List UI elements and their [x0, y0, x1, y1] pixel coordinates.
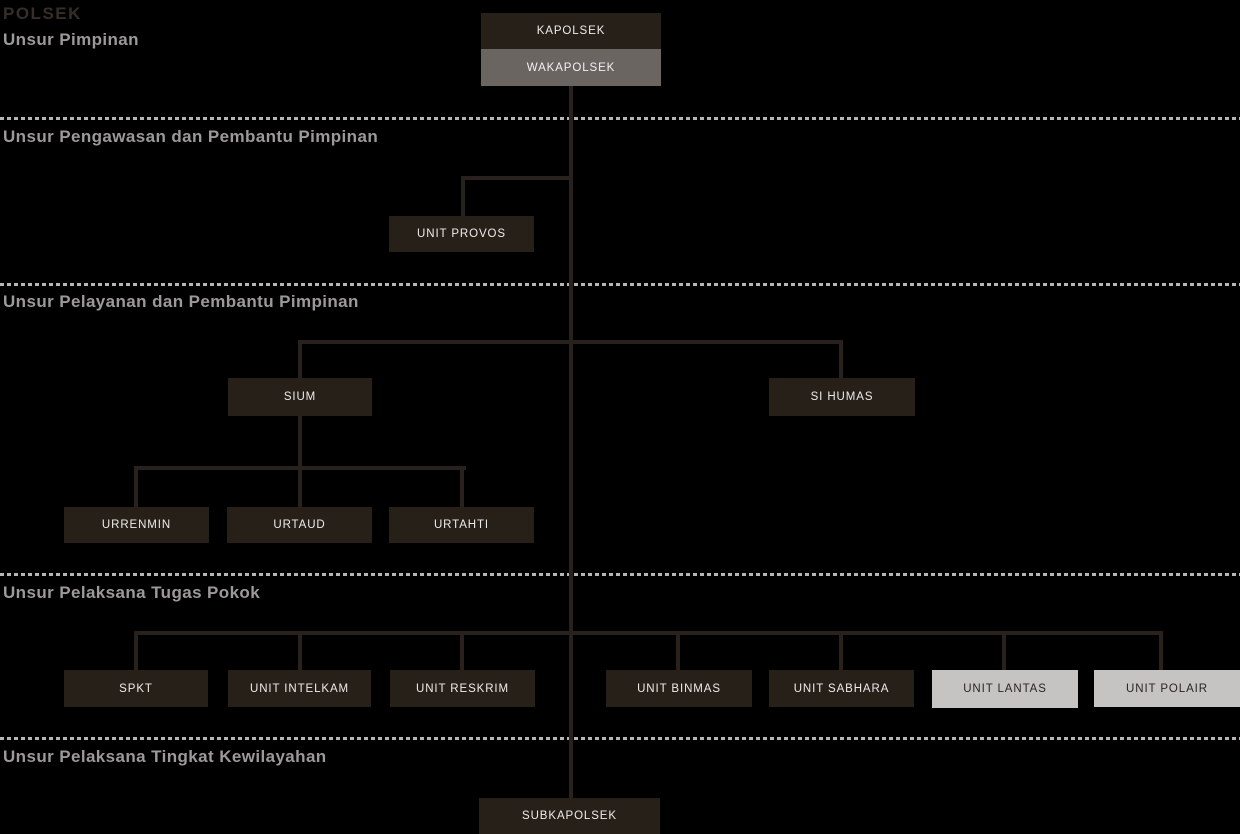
section-label-unsur-pimpinan: Unsur Pimpinan	[3, 30, 139, 49]
connector-provos-vertical	[461, 176, 465, 216]
connector-sium-downward	[298, 416, 302, 468]
section-label-unsur-pelayanan: Unsur Pelayanan dan Pembantu Pimpinan	[3, 292, 359, 311]
section-separator	[0, 573, 1240, 576]
node-unit-reskrim: UNIT RESKRIM	[390, 670, 535, 707]
connector-spkt-vertical	[134, 631, 138, 670]
section-separator	[0, 117, 1240, 120]
connector-main-vertical	[569, 86, 573, 798]
connector-urrenmin-vertical	[134, 466, 138, 507]
node-unit-sabhara: UNIT SABHARA	[769, 670, 914, 707]
connector-intelkam-vertical	[298, 631, 302, 670]
node-urrenmin: URRENMIN	[64, 507, 209, 543]
node-subkapolsek: SUBKAPOLSEK	[479, 798, 660, 834]
node-unit-binmas: UNIT BINMAS	[606, 670, 752, 707]
node-spkt: SPKT	[64, 670, 208, 707]
section-separator	[0, 737, 1240, 740]
section-separator	[0, 283, 1240, 286]
section-label-unsur-pelaksana-tingkat-kewilayahan: Unsur Pelaksana Tingkat Kewilayahan	[3, 747, 327, 766]
node-sium: SIUM	[228, 378, 372, 416]
section-label-unsur-pengawasan: Unsur Pengawasan dan Pembantu Pimpinan	[3, 127, 379, 146]
connector-reskrim-vertical	[460, 631, 464, 670]
connector-urtaud-vertical	[298, 466, 302, 507]
connector-sium-vertical	[298, 340, 302, 379]
section-label-unsur-pelaksana-tugas-pokok: Unsur Pelaksana Tugas Pokok	[3, 583, 261, 602]
connector-sabhara-vertical	[839, 631, 843, 670]
node-si-humas: SI HUMAS	[769, 378, 915, 416]
connector-binmas-vertical	[676, 631, 680, 670]
node-wakapolsek: WAKAPOLSEK	[481, 49, 661, 86]
connector-pelayanan-horizontal	[298, 340, 843, 344]
connector-urtahti-vertical	[460, 466, 464, 507]
connector-provos-horizontal	[461, 176, 573, 180]
node-urtahti: URTAHTI	[389, 507, 534, 543]
node-urtaud: URTAUD	[227, 507, 372, 543]
node-kapolsek: KAPOLSEK	[481, 13, 661, 49]
node-unit-polair: UNIT POLAIR	[1094, 670, 1240, 707]
node-unit-intelkam: UNIT INTELKAM	[228, 670, 371, 707]
node-unit-lantas: UNIT LANTAS	[932, 670, 1078, 708]
page-title: POLSEK	[3, 4, 82, 23]
connector-units-row-horizontal	[134, 631, 1163, 635]
connector-sihumas-vertical	[839, 340, 843, 378]
connector-polair-vertical	[1159, 631, 1163, 670]
node-unit-provos: UNIT PROVOS	[389, 216, 534, 252]
connector-lantas-vertical	[1002, 631, 1006, 670]
